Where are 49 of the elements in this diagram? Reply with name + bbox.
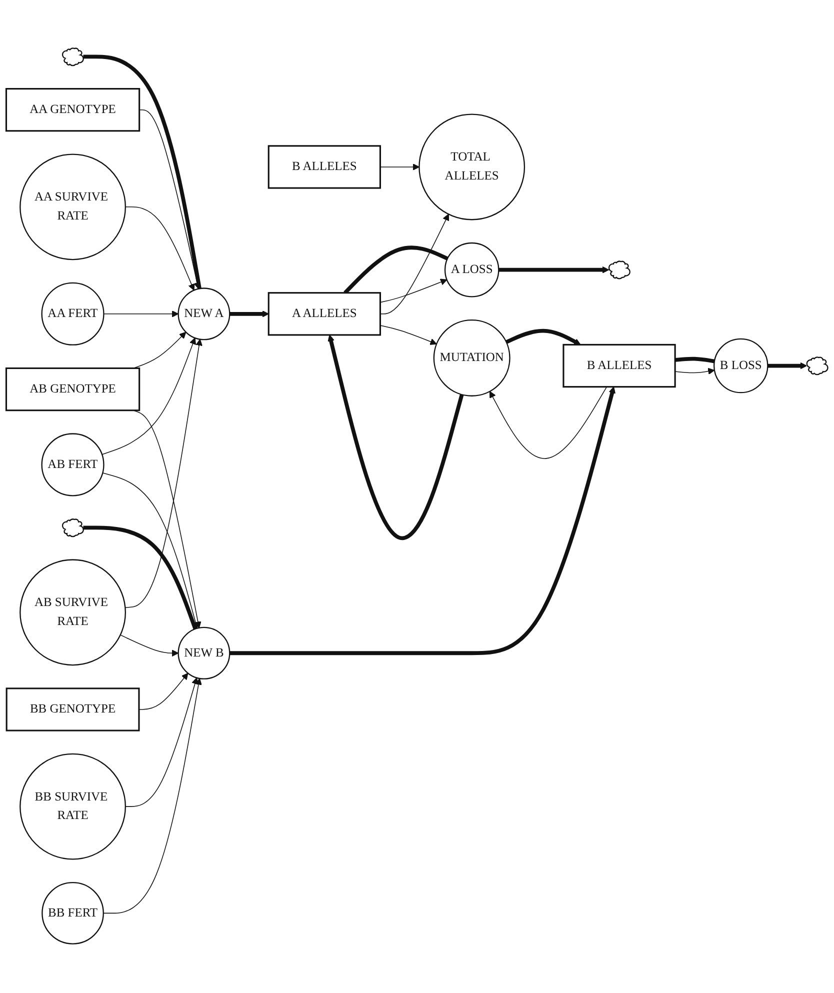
- node-circle: NEW A: [178, 288, 230, 341]
- node-circle: AB SURVIVE RATE: [20, 560, 126, 666]
- node-circle: B LOSS: [713, 338, 768, 394]
- arrow: [380, 279, 448, 304]
- node-cloud: [62, 48, 84, 67]
- arrow: [125, 678, 198, 808]
- node-circle: TOTAL ALLELES: [418, 114, 526, 221]
- arrow: [768, 362, 807, 370]
- node-box: B ALLELES: [562, 344, 676, 388]
- connector: [83, 55, 202, 290]
- arrow: [506, 329, 581, 346]
- node-circle: NEW B: [178, 627, 230, 680]
- arrow: [230, 387, 616, 656]
- arrow: [103, 310, 179, 318]
- arrow: [380, 164, 420, 171]
- connector: [344, 246, 448, 295]
- node-cloud: [608, 261, 630, 280]
- arrow: [103, 678, 202, 914]
- node-circle: AA SURVIVE RATE: [20, 154, 126, 261]
- arrow: [124, 339, 202, 608]
- arrow: [120, 635, 179, 658]
- node-circle: MUTATION: [433, 320, 510, 397]
- arrow: [380, 326, 437, 346]
- node-circle: BB FERT: [42, 882, 104, 945]
- node-box: AB GENOTYPE: [5, 368, 140, 412]
- arrow: [138, 110, 200, 290]
- arrow: [138, 673, 188, 710]
- arrow: [674, 368, 715, 376]
- connector: [83, 526, 198, 630]
- arrow: [102, 338, 196, 456]
- arrow: [125, 207, 195, 292]
- arrow: [230, 310, 269, 318]
- arrow: [489, 386, 608, 460]
- arrow: [498, 266, 610, 274]
- node-circle: A LOSS: [444, 242, 500, 298]
- arrow: [328, 335, 464, 540]
- node-circle: AB FERT: [41, 434, 104, 497]
- node-box: A ALLELES: [268, 292, 381, 336]
- node-cloud: [62, 519, 84, 538]
- node-box: BB GENOTYPE: [6, 688, 140, 732]
- arrow: [380, 214, 449, 315]
- node-box: AA GENOTYPE: [5, 88, 140, 132]
- node-circle: BB SURVIVE RATE: [20, 754, 126, 860]
- connector: [674, 357, 715, 364]
- node-cloud: [806, 357, 828, 376]
- node-box: B ALLELES: [268, 146, 381, 190]
- node-circle: AA FERT: [41, 282, 104, 346]
- arrow: [132, 332, 186, 370]
- arrow: [102, 473, 199, 630]
